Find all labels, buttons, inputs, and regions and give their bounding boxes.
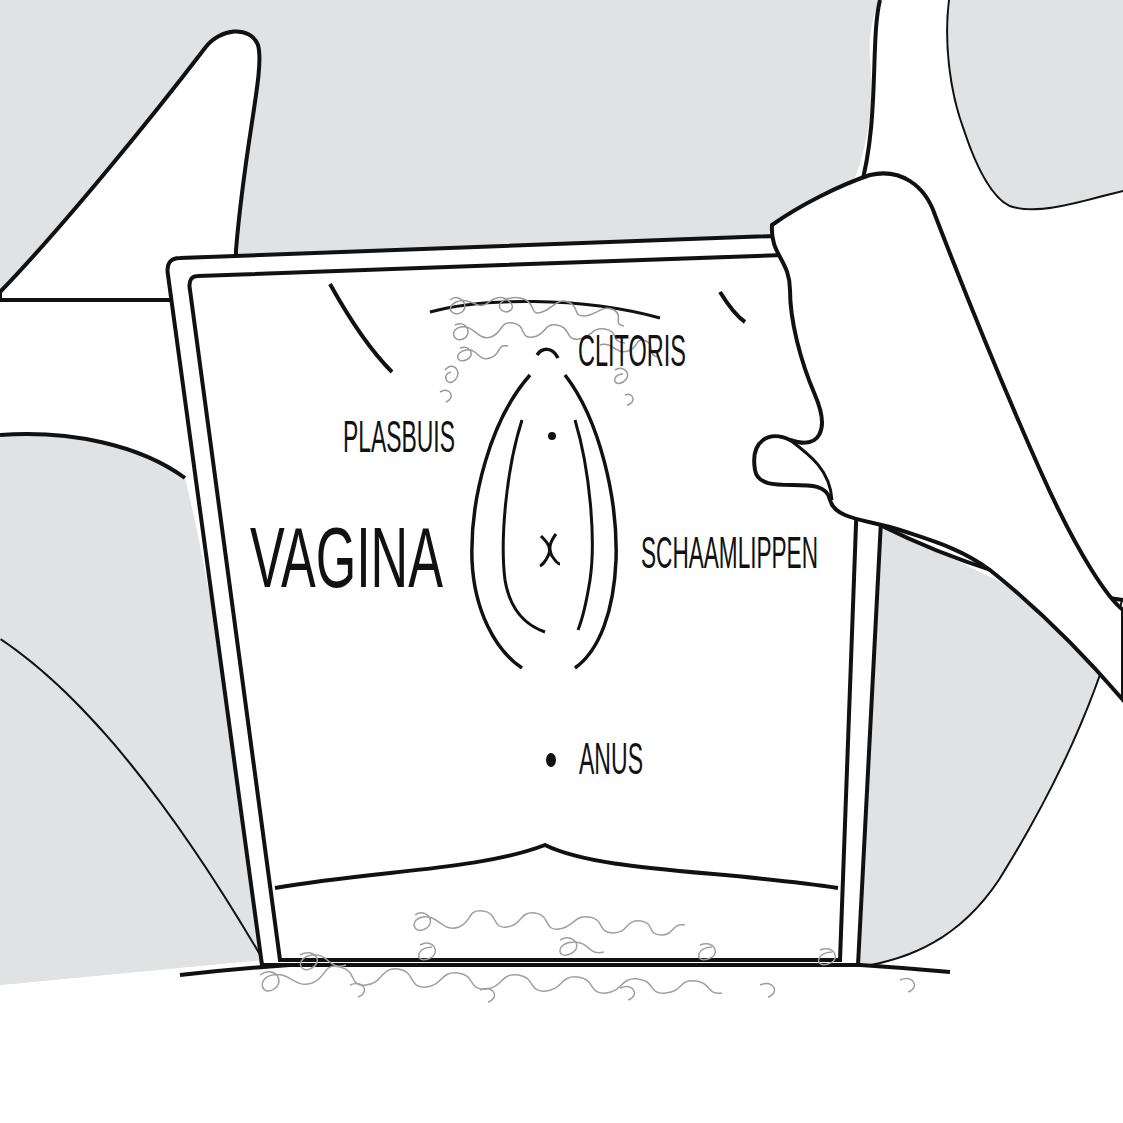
part-label: PLASBUIS bbox=[343, 415, 455, 459]
part-label: SCHAAMLIPPEN bbox=[641, 531, 818, 575]
part-label: CLITORIS bbox=[578, 329, 686, 373]
part-label: VAGINA bbox=[250, 514, 443, 600]
part-label: ANUS bbox=[579, 737, 643, 781]
